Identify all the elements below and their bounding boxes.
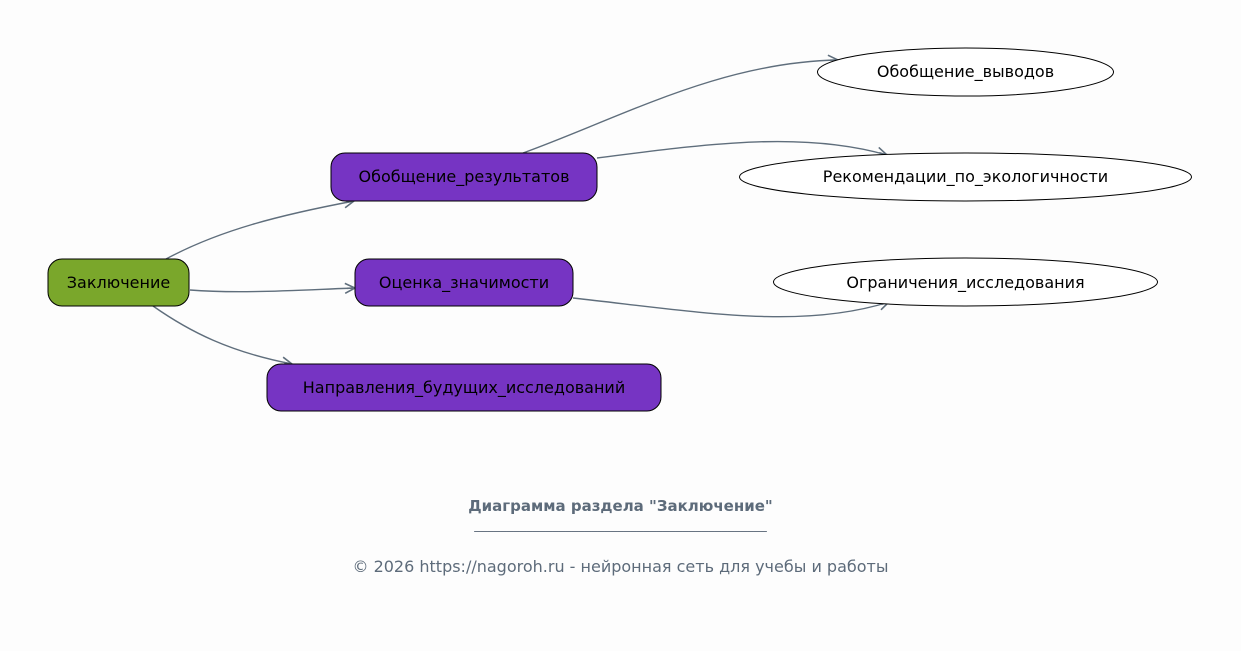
edge-summary-eco <box>596 140 887 159</box>
caption-separator: ________________________________________… <box>474 518 767 533</box>
copyright-footer: © 2026 https://nagoroh.ru - нейронная се… <box>352 557 889 576</box>
node-label: Направления_будущих_исследований <box>303 378 625 398</box>
edge-root-future <box>152 305 292 364</box>
node-root[interactable]: Заключение <box>47 258 190 307</box>
node-label: Обобщение_выводов <box>877 62 1054 82</box>
node-summary-results[interactable]: Обобщение_результатов <box>330 152 598 202</box>
node-summary-conclusions[interactable]: Обобщение_выводов <box>817 47 1114 97</box>
node-label: Рекомендации_по_экологичности <box>823 167 1108 187</box>
node-label: Ограничения_исследования <box>846 273 1084 293</box>
node-limitations[interactable]: Ограничения_исследования <box>773 257 1158 307</box>
edge-summary-conclusions <box>522 60 838 154</box>
edge-root-significance <box>189 288 355 292</box>
node-significance[interactable]: Оценка_значимости <box>354 258 574 307</box>
node-eco-recommendations[interactable]: Рекомендации_по_экологичности <box>739 152 1192 202</box>
edge-root-summary-results <box>165 201 354 260</box>
node-label: Обобщение_результатов <box>358 167 569 187</box>
node-label: Оценка_значимости <box>379 273 549 293</box>
node-future[interactable]: Направления_будущих_исследований <box>266 363 662 412</box>
node-label: Заключение <box>67 273 170 292</box>
diagram-title: Диаграмма раздела "Заключение" <box>468 497 773 515</box>
edge-significance-limitations <box>572 297 889 318</box>
